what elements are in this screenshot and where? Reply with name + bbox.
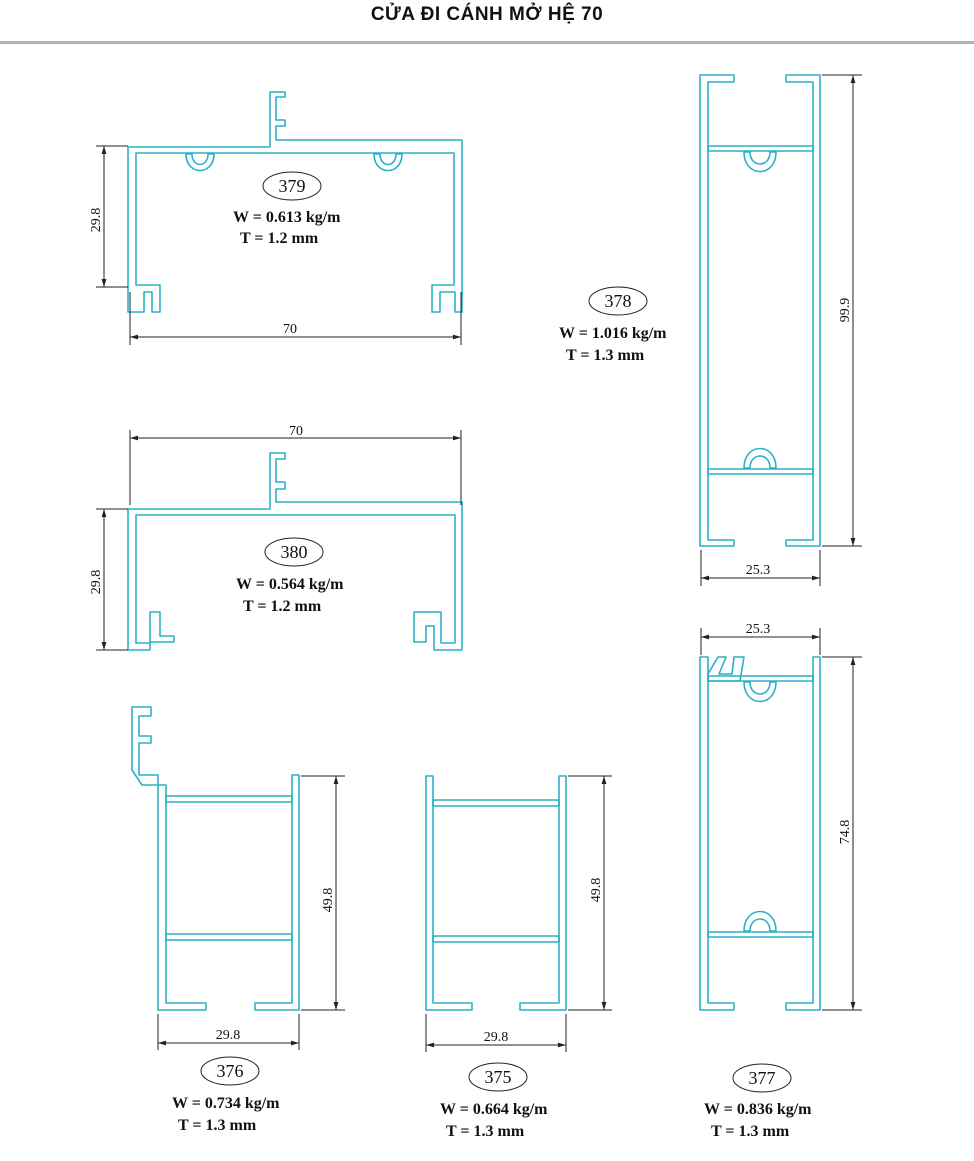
dim-height-375: 49.8 [568, 775, 612, 1011]
profile-thickness-380: T = 1.2 mm [243, 598, 322, 615]
profile-code-380: 380 [281, 542, 308, 562]
profile-379-shape [127, 91, 463, 313]
dim-label-height-376: 49.8 [321, 888, 336, 913]
title-rule [0, 41, 974, 44]
dim-width-376: 29.8 [157, 1014, 300, 1050]
dim-label-width-380: 70 [289, 424, 303, 439]
profile-376: 29.8 49.8 376 W = 0.734 kg/m T = 1.3 mm [131, 706, 345, 1134]
profile-weight-380: W = 0.564 kg/m [236, 576, 344, 593]
profile-375-shape [425, 775, 567, 1011]
profile-378: 25.3 99.9 378 W = 1.016 kg/m T = 1.3 mm [559, 74, 862, 586]
dim-label-height-380: 29.8 [89, 570, 104, 595]
profile-code-375: 375 [485, 1067, 512, 1087]
code-oval-376 [200, 1056, 260, 1086]
profile-thickness-376: T = 1.3 mm [178, 1117, 257, 1134]
dim-label-width-376: 29.8 [216, 1028, 241, 1043]
code-oval-378 [588, 286, 648, 316]
dim-height-379: 29.8 [89, 145, 128, 288]
code-oval-375 [468, 1062, 528, 1092]
dim-label-height-375: 49.8 [589, 878, 604, 903]
dim-height-378: 99.9 [822, 74, 862, 547]
page-title: CỬA ĐI CÁNH MỞ HỆ 70 [370, 4, 604, 25]
code-oval-380 [264, 537, 324, 567]
profile-weight-375: W = 0.664 kg/m [440, 1101, 548, 1118]
dim-width-377: 25.3 [700, 622, 821, 655]
profile-thickness-378: T = 1.3 mm [566, 347, 645, 364]
dim-label-width-379: 70 [283, 322, 297, 337]
dim-label-height-377: 74.8 [838, 820, 853, 845]
profile-375: 29.8 49.8 375 W = 0.664 kg/m T = 1.3 mm [425, 775, 612, 1140]
profile-376-shape [131, 706, 300, 1011]
profile-thickness-377: T = 1.3 mm [711, 1123, 790, 1140]
dim-height-380: 29.8 [89, 508, 128, 651]
profile-code-376: 376 [217, 1061, 244, 1081]
dim-label-height-379: 29.8 [89, 208, 104, 233]
profile-379: 70 29.8 379 W = 0.613 kg/m T = 1.2 mm [89, 91, 463, 345]
dim-width-378: 25.3 [700, 550, 821, 586]
dim-width-375: 29.8 [425, 1014, 567, 1052]
profile-380-shape [127, 452, 463, 651]
dim-label-width-377: 25.3 [746, 622, 771, 637]
profile-377: 25.3 74.8 377 W = 0.836 kg/m T = 1.3 mm [699, 622, 862, 1140]
profile-thickness-379: T = 1.2 mm [240, 230, 319, 247]
profile-weight-379: W = 0.613 kg/m [233, 209, 341, 226]
code-oval-377 [732, 1063, 792, 1093]
profile-380: 70 29.8 380 W = 0.564 kg/m T = 1.2 mm [89, 424, 463, 651]
dim-label-height-378: 99.9 [838, 298, 853, 323]
profile-377-shape [699, 656, 821, 1011]
profile-code-379: 379 [279, 176, 306, 196]
dim-width-379: 70 [129, 292, 462, 345]
profile-weight-376: W = 0.734 kg/m [172, 1095, 280, 1112]
dim-height-377: 74.8 [822, 656, 862, 1011]
dim-height-376: 49.8 [301, 775, 345, 1011]
profile-378-shape [699, 74, 821, 547]
profile-code-377: 377 [749, 1068, 776, 1088]
dim-width-380: 70 [129, 424, 462, 505]
profile-weight-378: W = 1.016 kg/m [559, 325, 667, 342]
profile-code-378: 378 [605, 291, 632, 311]
dim-label-width-375: 29.8 [484, 1030, 509, 1045]
code-oval-379 [262, 171, 322, 201]
dim-label-width-378: 25.3 [746, 563, 771, 578]
profile-weight-377: W = 0.836 kg/m [704, 1101, 812, 1118]
profile-thickness-375: T = 1.3 mm [446, 1123, 525, 1140]
